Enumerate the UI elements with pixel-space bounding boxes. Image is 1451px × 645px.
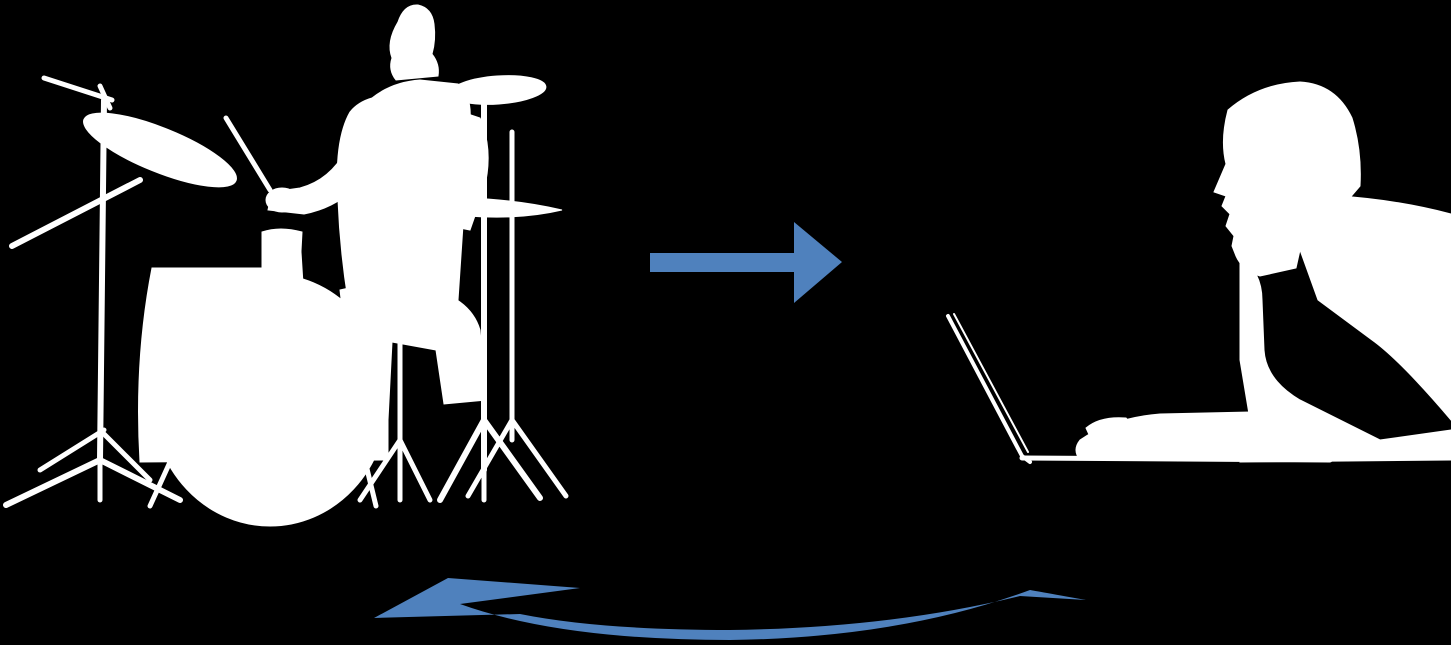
laptop-user-silhouette-icon — [948, 82, 1451, 462]
arrow-to-laptop-user — [650, 222, 842, 303]
arrow-to-drummer — [374, 578, 1086, 640]
drummer-silhouette-icon — [6, 5, 566, 526]
